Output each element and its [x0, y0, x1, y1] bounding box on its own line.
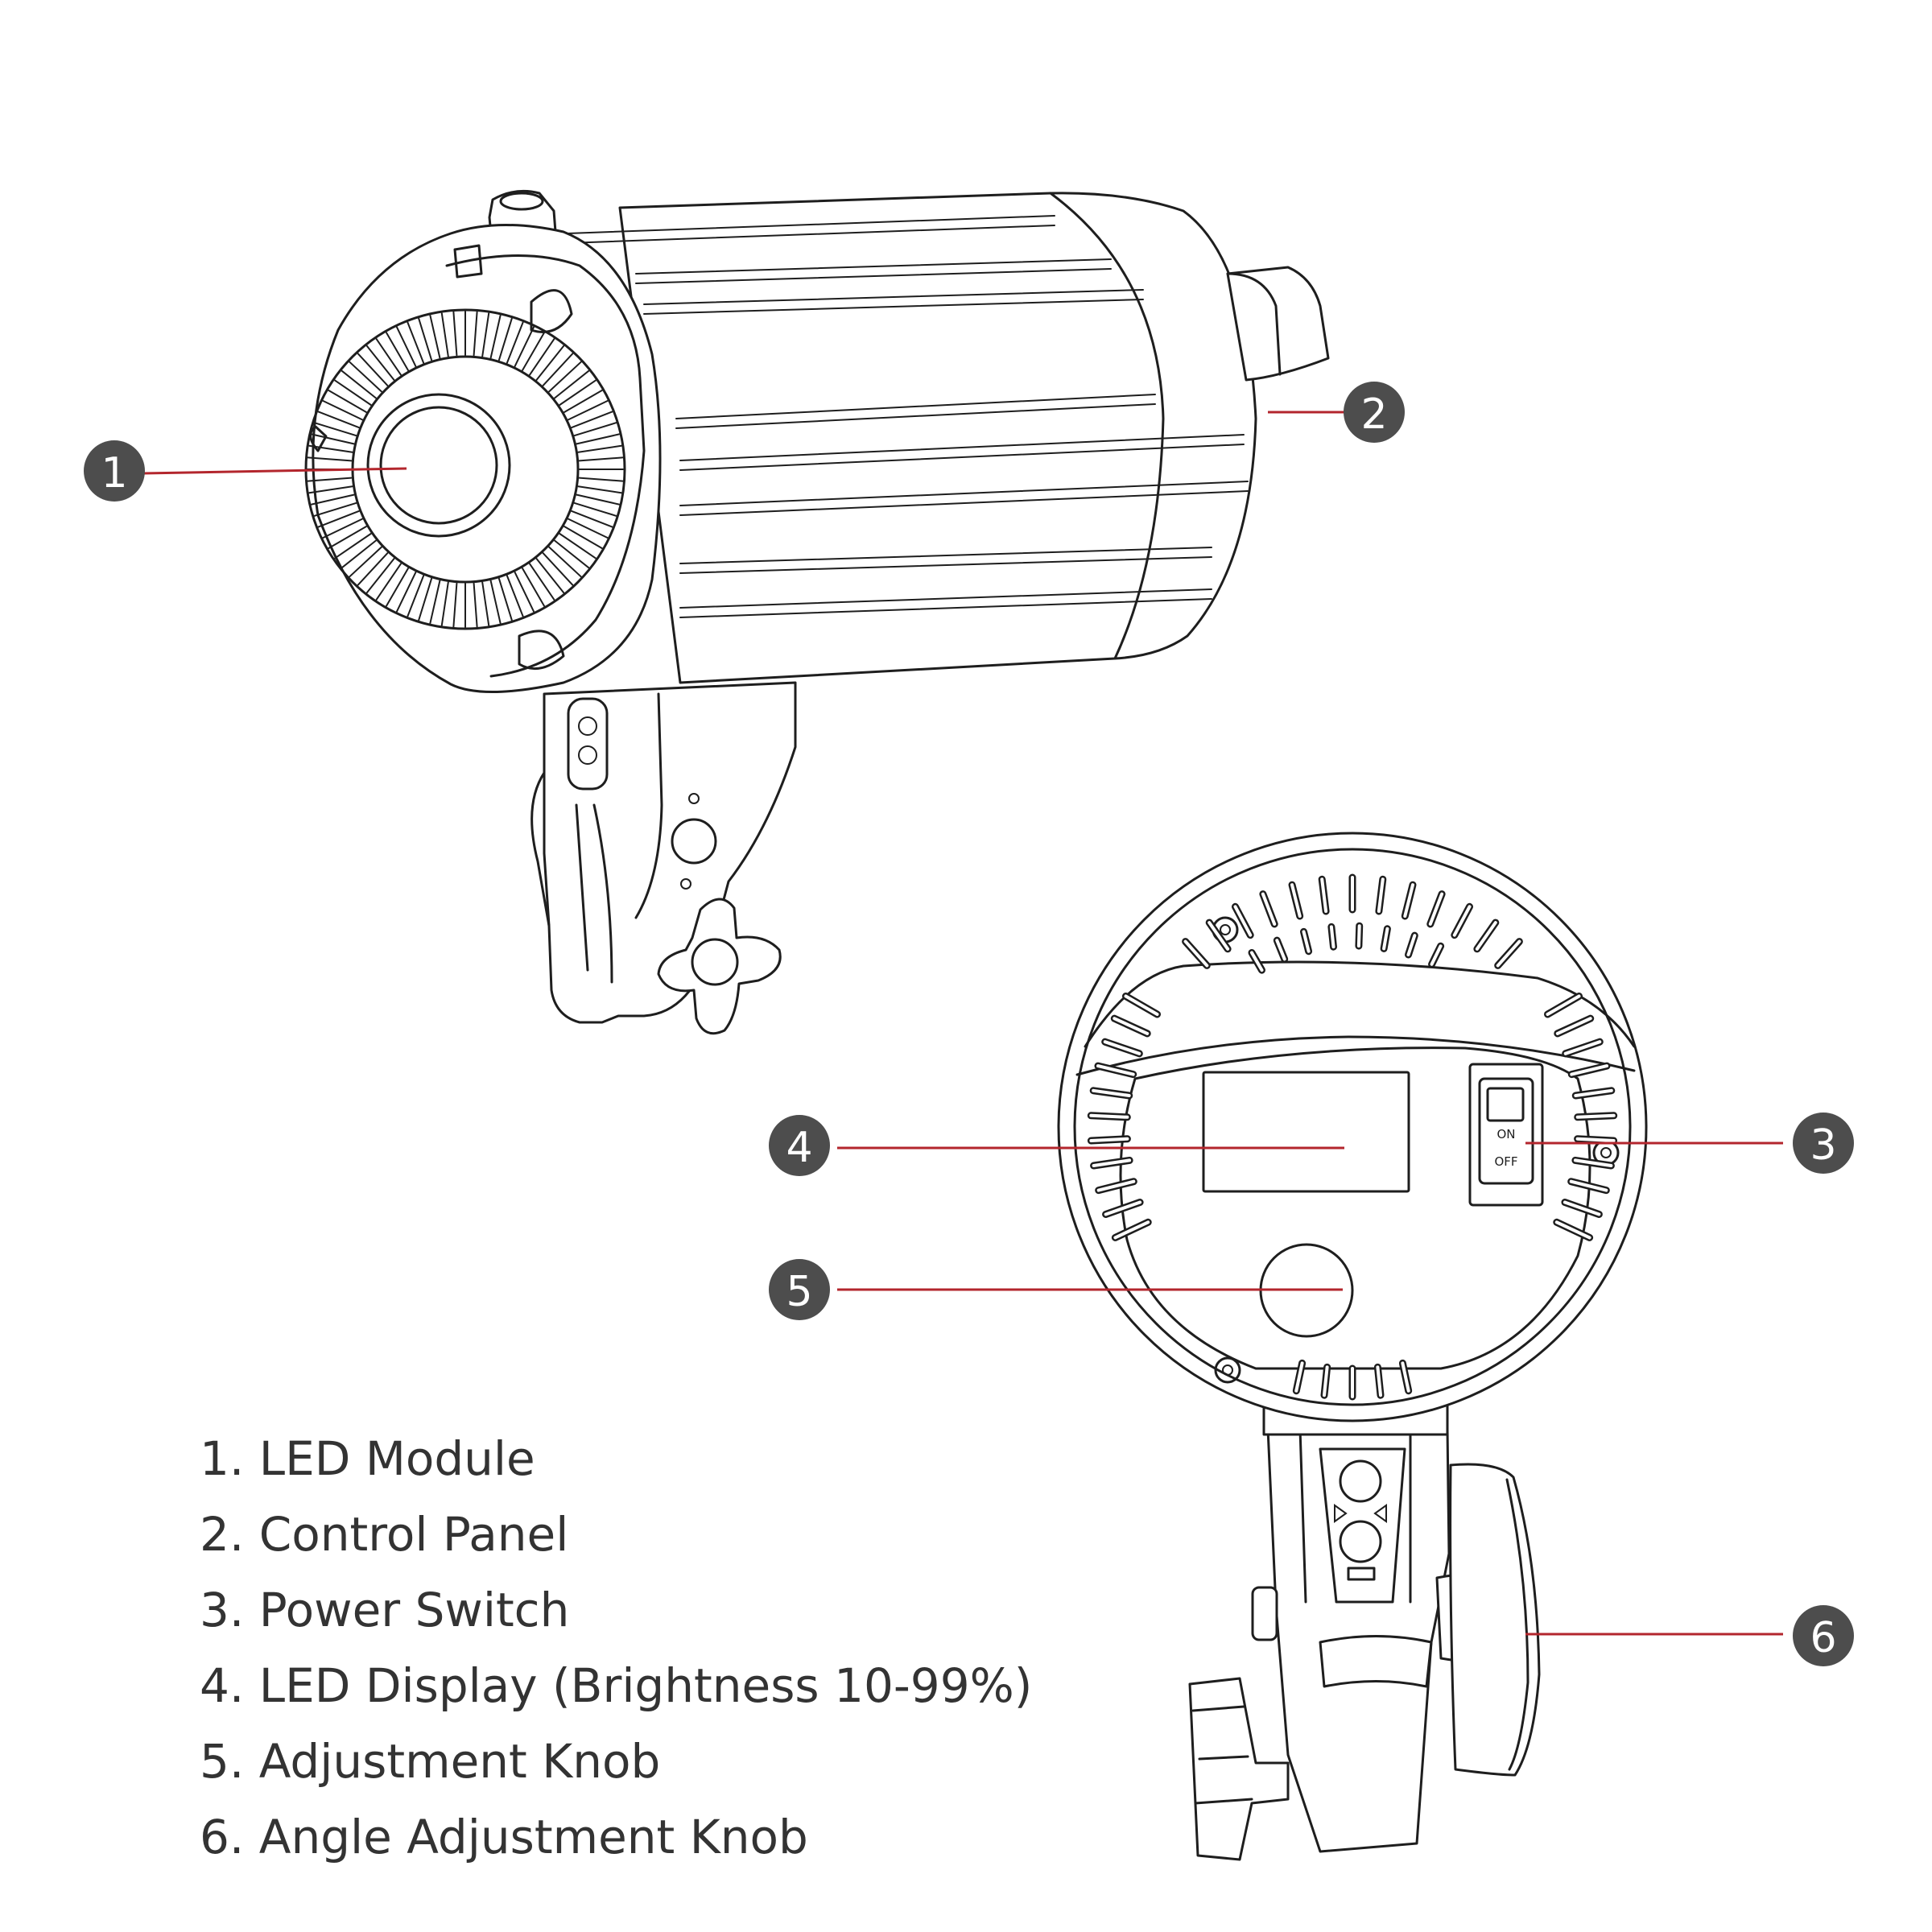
callout-5: 5	[769, 1259, 830, 1320]
callout-4-number: 4	[786, 1124, 812, 1172]
callout-6-number: 6	[1810, 1614, 1836, 1662]
led-display-part	[1202, 1071, 1410, 1193]
switch-off-label: OFF	[1494, 1154, 1517, 1169]
callout-4: 4	[769, 1115, 830, 1176]
legend-item-adjustment-knob: 5. Adjustment Knob	[200, 1734, 661, 1789]
legend-item-control-panel: 2. Control Panel	[200, 1507, 569, 1562]
legend-item-angle-adjustment-knob: 6. Angle Adjustment Knob	[200, 1810, 808, 1864]
light-rear-view: ON OFF	[1057, 832, 1648, 1861]
legend-item-led-module: 1. LED Module	[200, 1431, 535, 1486]
callout-6: 6	[1793, 1605, 1854, 1666]
callout-3: 3	[1793, 1113, 1854, 1174]
front-star-knob	[657, 898, 782, 1035]
callout-2: 2	[1344, 382, 1405, 443]
callout-3-number: 3	[1810, 1121, 1836, 1170]
rear-yoke	[1188, 1427, 1541, 1861]
callout-1: 1	[84, 440, 145, 502]
front-body	[488, 189, 1330, 684]
power-switch-part: ON OFF	[1468, 1063, 1544, 1207]
front-fin-ring	[304, 308, 626, 630]
legend-item-led-display: 4. LED Display (Brightness 10-99%)	[200, 1658, 1033, 1713]
parts-legend: 1. LED Module 2. Control Panel 3. Power …	[200, 1421, 1032, 1875]
legend-item-power-switch: 3. Power Switch	[200, 1583, 570, 1637]
callout-2-number: 2	[1360, 390, 1387, 439]
light-front-view	[304, 189, 1330, 1035]
callout-5-number: 5	[786, 1268, 812, 1316]
leader-lines	[142, 411, 1783, 1636]
front-bracket	[530, 681, 797, 1024]
callout-1-number: 1	[101, 449, 127, 497]
switch-on-label: ON	[1496, 1127, 1515, 1141]
led-module-part	[366, 393, 511, 538]
